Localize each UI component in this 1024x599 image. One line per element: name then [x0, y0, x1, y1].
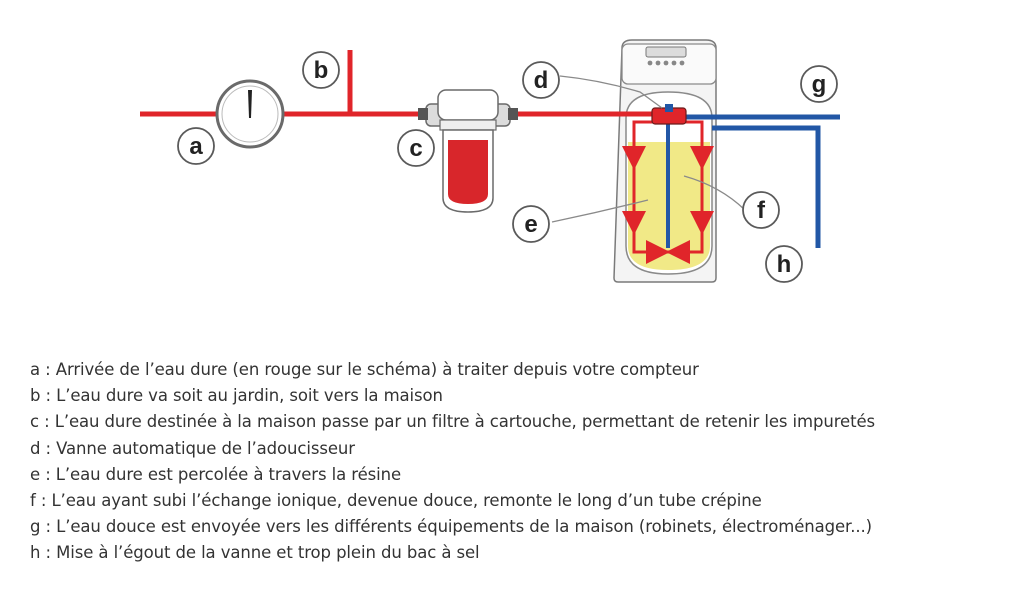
label-c: c [397, 129, 435, 167]
label-e: e [512, 205, 550, 243]
legend-item-c: c : L’eau dure destinée à la maison pass… [30, 412, 875, 432]
svg-text:a: a [189, 133, 203, 160]
label-b: b [302, 51, 340, 89]
water-meter [215, 79, 285, 149]
legend-list: a : Arrivée de l’eau dure (en rouge sur … [30, 357, 1020, 567]
label-f: f [742, 191, 780, 229]
legend-item-b: b : L’eau dure va soit au jardin, soit v… [30, 386, 443, 406]
resin-tank [622, 91, 714, 275]
legend-item-g: g : L’eau douce est envoyée vers les dif… [30, 517, 872, 537]
leader-lines [551, 75, 746, 223]
label-a: a [177, 127, 215, 165]
automatic-valve [651, 104, 687, 125]
svg-text:f: f [757, 197, 766, 224]
cartridge-filter [418, 89, 518, 213]
label-h: h [765, 245, 803, 283]
svg-text:c: c [409, 135, 422, 162]
svg-text:h: h [777, 251, 792, 278]
svg-text:e: e [524, 211, 537, 238]
legend-item-a: a : Arrivée de l’eau dure (en rouge sur … [30, 360, 699, 379]
legend-item-f: f : L’eau ayant subi l’échange ionique, … [30, 491, 762, 511]
svg-text:d: d [534, 67, 549, 94]
label-g: g [800, 65, 838, 103]
legend-item-h: h : Mise à l’égout de la vanne et trop p… [30, 543, 480, 563]
legend-item-d: d : Vanne automatique de l’adoucisseur [30, 438, 355, 458]
water-softener-diagram: a b c d e f g h [140, 39, 840, 283]
control-panel [645, 46, 687, 66]
soft-water-pipe [668, 114, 840, 248]
legend-item-e: e : L’eau dure est percolée à travers la… [30, 464, 402, 484]
svg-text:g: g [812, 71, 827, 98]
label-d: d [522, 61, 560, 99]
svg-text:b: b [314, 57, 329, 84]
